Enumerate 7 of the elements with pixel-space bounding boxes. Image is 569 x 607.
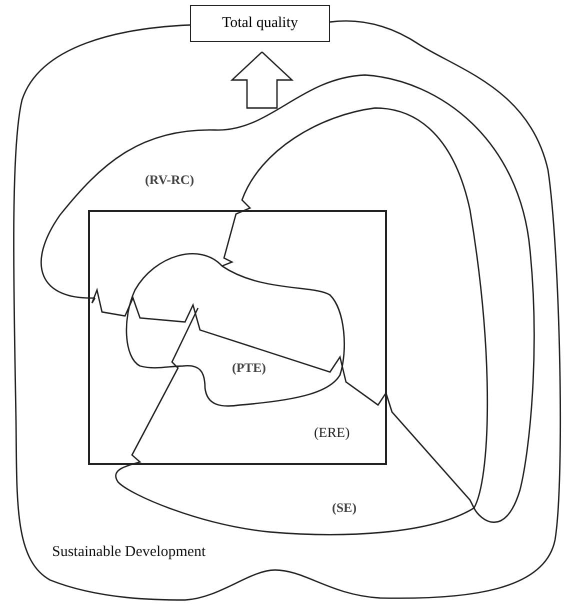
process-box bbox=[190, 5, 330, 42]
box-label: Total quality bbox=[222, 15, 298, 32]
region-code-label: (ERE) bbox=[314, 426, 350, 442]
region-code-label: (PTE) bbox=[232, 360, 266, 376]
region-code-label: (RV-RC) bbox=[145, 172, 194, 188]
region-code-label: (SE) bbox=[332, 500, 357, 516]
region-label: Sustainable Development bbox=[52, 544, 206, 561]
